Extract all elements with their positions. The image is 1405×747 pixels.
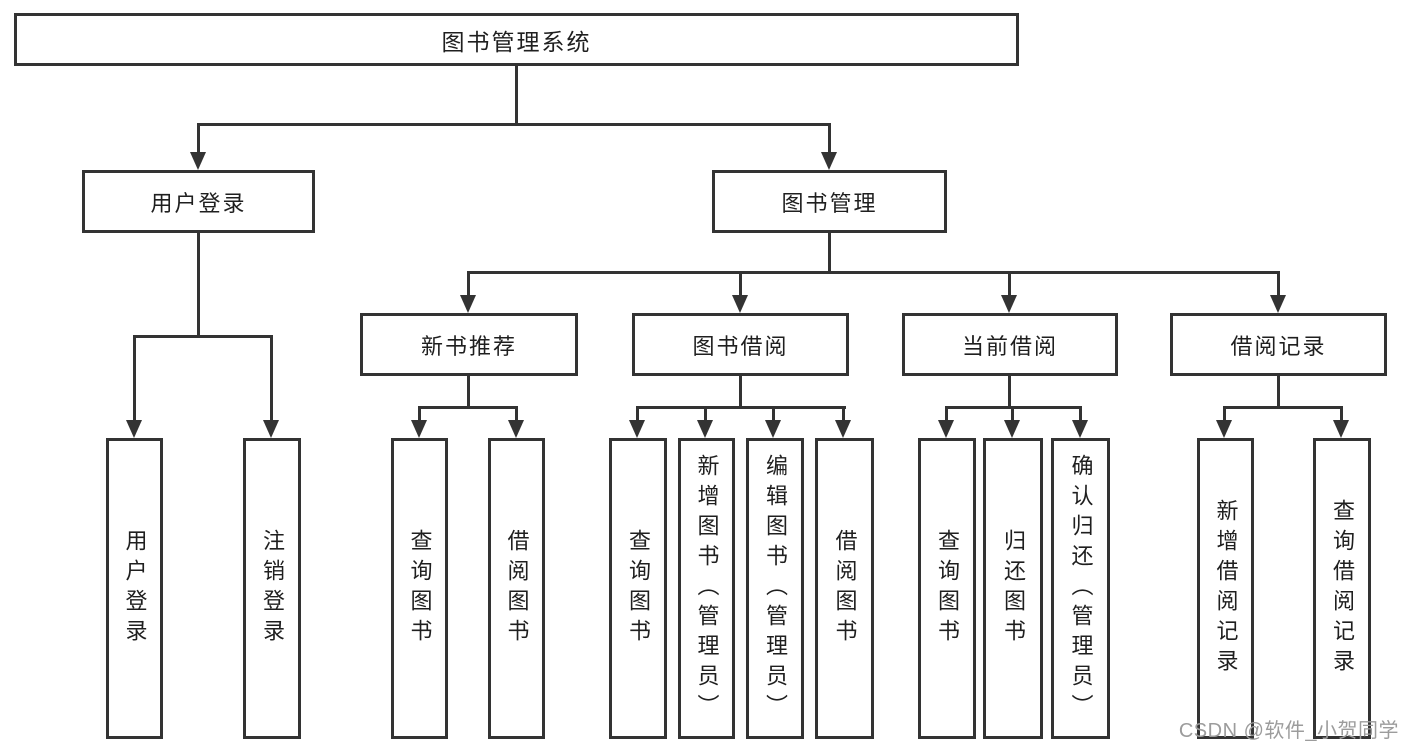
arrow-down-icon [460, 295, 476, 313]
connector-line [197, 123, 200, 152]
leaf-borrow-books-borrowing: 借阅图书 [815, 438, 874, 739]
node-label: 查询图书 [935, 528, 960, 649]
arrow-down-icon [1216, 420, 1232, 438]
node-label: 查询借阅记录 [1330, 498, 1355, 679]
node-label: 用户登录 [122, 528, 148, 649]
connector-line [828, 123, 831, 152]
arrow-down-icon [1001, 295, 1017, 313]
arrow-down-icon [938, 420, 954, 438]
arrow-down-icon [765, 420, 781, 438]
connector-line [945, 406, 948, 420]
arrow-down-icon [835, 420, 851, 438]
leaf-borrow-books-newbooks: 借阅图书 [488, 438, 545, 739]
arrow-down-icon [263, 420, 279, 438]
arrow-down-icon [190, 152, 206, 170]
node-label: 借阅图书 [832, 528, 858, 649]
connector-line [636, 406, 846, 409]
node-label: 用户登录 [150, 190, 247, 216]
connector-line [197, 123, 831, 126]
arrow-down-icon [1072, 420, 1088, 438]
arrow-down-icon [508, 420, 524, 438]
arrow-down-icon [697, 420, 713, 438]
node-current-borrowing: 当前借阅 [902, 313, 1118, 376]
node-user-login: 用户登录 [82, 170, 315, 233]
connector-line [515, 66, 518, 123]
connector-line [1340, 406, 1343, 420]
node-label: 图书借阅 [692, 333, 789, 359]
arrow-down-icon [821, 152, 837, 170]
connector-line [197, 233, 200, 338]
node-label: 注销登录 [260, 528, 285, 649]
node-label: 归还图书 [1001, 528, 1026, 649]
connector-line [418, 406, 421, 420]
node-label: 新增借阅记录 [1213, 498, 1239, 679]
node-label: 借阅图书 [504, 528, 530, 649]
leaf-query-borrow-record: 查询借阅记录 [1313, 438, 1371, 739]
connector-line [739, 271, 742, 295]
leaf-query-books-current: 查询图书 [918, 438, 976, 739]
leaf-add-book-admin: 新增图书（管理员） [678, 438, 735, 739]
connector-line [1223, 406, 1343, 409]
connector-line [515, 406, 518, 420]
connector-line [133, 335, 273, 338]
connector-line [704, 406, 707, 420]
connector-line [1223, 406, 1226, 420]
arrow-down-icon [126, 420, 142, 438]
connector-line [739, 376, 742, 408]
arrow-down-icon [732, 295, 748, 313]
connector-line [467, 271, 470, 295]
connector-line [772, 406, 775, 420]
leaf-user-login: 用户登录 [106, 438, 163, 739]
node-label: 编辑图书（管理员） [763, 453, 788, 724]
leaf-logout: 注销登录 [243, 438, 301, 739]
node-book-borrowing: 图书借阅 [632, 313, 849, 376]
connector-line [1277, 376, 1280, 408]
node-label: 查询图书 [407, 528, 433, 649]
node-label: 查询图书 [626, 528, 651, 649]
arrow-down-icon [1270, 295, 1286, 313]
leaf-add-borrow-record: 新增借阅记录 [1197, 438, 1254, 739]
arrow-down-icon [411, 420, 427, 438]
node-label: 新增图书（管理员） [694, 453, 720, 724]
node-label: 当前借阅 [961, 333, 1058, 359]
leaf-edit-book-admin: 编辑图书（管理员） [746, 438, 804, 739]
connector-line [133, 335, 136, 420]
connector-line [270, 335, 273, 420]
node-borrow-records: 借阅记录 [1170, 313, 1387, 376]
node-label: 图书管理系统 [441, 28, 592, 55]
connector-line [467, 376, 470, 408]
leaf-confirm-return-admin: 确认归还（管理员） [1051, 438, 1110, 739]
connector-line [467, 271, 1280, 274]
connector-line [418, 406, 518, 409]
connector-line [842, 406, 845, 420]
node-book-management: 图书管理 [712, 170, 947, 233]
connector-line [1079, 406, 1082, 420]
leaf-query-books-newbooks: 查询图书 [391, 438, 448, 739]
connector-line [1277, 271, 1280, 295]
node-label: 图书管理 [781, 190, 878, 216]
leaf-return-book: 归还图书 [983, 438, 1043, 739]
arrow-down-icon [1004, 420, 1020, 438]
arrow-down-icon [1333, 420, 1349, 438]
node-label: 确认归还（管理员） [1068, 453, 1094, 724]
connector-line [1008, 271, 1011, 295]
connector-line [1008, 376, 1011, 408]
node-new-book-recommendation: 新书推荐 [360, 313, 578, 376]
connector-line [1011, 406, 1014, 420]
leaf-query-books-borrowing: 查询图书 [609, 438, 667, 739]
node-label: 新书推荐 [420, 333, 517, 359]
connector-line [636, 406, 639, 420]
node-label: 借阅记录 [1230, 333, 1327, 359]
csdn-watermark: CSDN @软件_小贺同学 [1178, 720, 1399, 742]
arrow-down-icon [629, 420, 645, 438]
connector-line [828, 233, 831, 274]
node-book-management-system: 图书管理系统 [14, 13, 1019, 66]
